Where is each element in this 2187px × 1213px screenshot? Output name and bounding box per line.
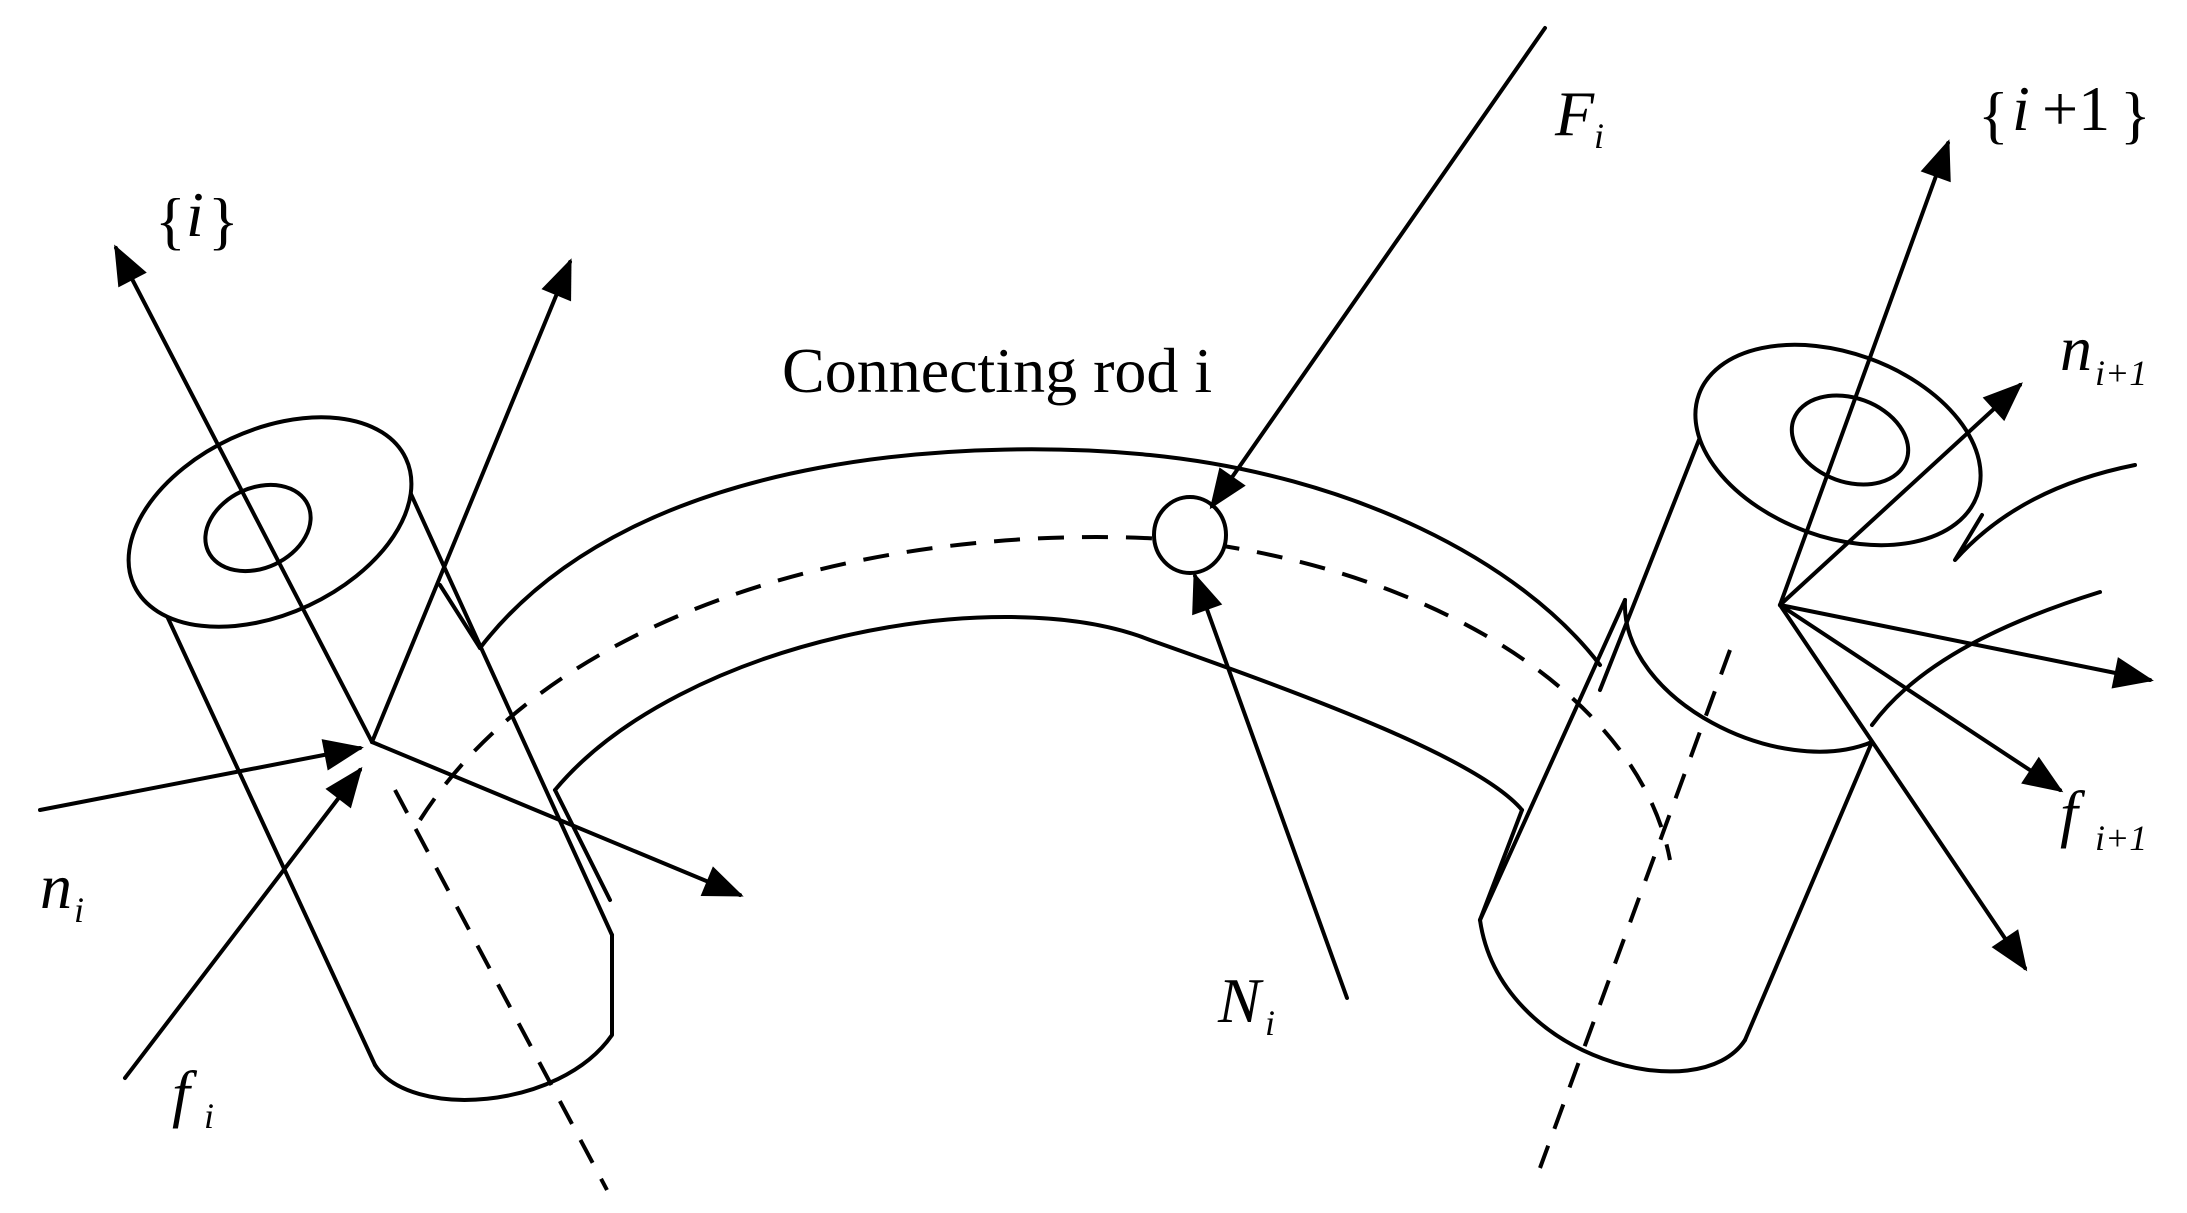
right-cylinder-mid-ellipse <box>1622 598 1874 754</box>
frame-i-axes <box>114 244 744 897</box>
next-link-upper-edge <box>1953 463 2137 562</box>
frame-i1-x-axis <box>1778 603 2154 689</box>
N-i-arrow <box>1192 572 1349 1000</box>
f-i-symbol: f <box>172 1058 198 1129</box>
left-cylinder-bottom <box>373 933 614 1102</box>
label-F-i: F i <box>1554 78 1604 156</box>
right-cylinder-side-right <box>1743 740 1874 1042</box>
label-n-i: n i <box>40 851 84 930</box>
n-i1-arrow <box>1778 382 2023 607</box>
left-cylinder-top <box>126 415 414 629</box>
connecting-rod-label: Connecting rod i <box>782 335 1212 406</box>
f-i1-arrow <box>1778 603 2064 793</box>
right-cylinder-bottom <box>1478 918 1747 1074</box>
frame-i-brace-close: } <box>208 185 239 256</box>
label-frame-i1: { i +1 } <box>1978 73 2151 150</box>
connecting-rod-body <box>418 447 1672 922</box>
rod-inner-edge <box>553 615 1524 812</box>
frame-i1-plus-one: +1 <box>2042 73 2110 144</box>
f-i1-symbol: f <box>2060 778 2086 849</box>
n-i1-subscript: i+1 <box>2095 353 2147 393</box>
right-cylinder-side-left <box>1478 598 1627 922</box>
frame-i-var: i <box>186 179 204 250</box>
right-cylinder-hole <box>1789 393 1911 487</box>
f-i-arrow <box>123 766 363 1080</box>
left-cylinder-side-left <box>146 573 377 1067</box>
label-f-i1: f i+1 <box>2060 778 2147 858</box>
F-i-subscript: i <box>1594 116 1604 156</box>
rod-outer-edge <box>478 447 1602 667</box>
center-of-mass-circle <box>1152 495 1228 575</box>
right-joint-cylinder <box>1478 342 2137 1074</box>
frame-i-z-axis <box>114 244 374 744</box>
frame-i1-y-axis <box>1778 603 2028 972</box>
f-i1-subscript: i+1 <box>2095 818 2147 858</box>
rod-left-joint-inner <box>553 788 612 902</box>
f-i-subscript: i <box>204 1096 214 1136</box>
frame-i1-brace-close: } <box>2120 79 2151 150</box>
n-i-symbol: n <box>40 851 72 922</box>
F-i-arrow <box>1209 26 1547 510</box>
frame-i-x-axis <box>370 740 744 897</box>
frame-i1-brace-open: { <box>1978 79 2009 150</box>
right-joint-axis-dashed <box>1538 649 1732 1169</box>
left-joint-cylinder <box>126 415 614 1102</box>
n-i-arrow <box>38 739 364 812</box>
left-joint-axis-dashed <box>393 789 609 1191</box>
frame-i-y-axis <box>370 258 572 744</box>
label-frame-i: { i } <box>155 179 239 256</box>
frame-i1-z-axis <box>1778 139 1951 607</box>
rod-right-joint-inner <box>1478 808 1524 922</box>
rod-centerline <box>418 535 1672 861</box>
rod-left-joint-outer <box>438 583 482 650</box>
frame-i1-var: i <box>2012 73 2030 144</box>
label-N-i: N i <box>1217 965 1275 1043</box>
label-n-i1: n i+1 <box>2060 313 2147 393</box>
n-i-subscript: i <box>74 890 84 930</box>
left-cylinder-side-right <box>398 468 614 937</box>
next-link-lower-edge <box>1870 590 2102 727</box>
N-i-subscript: i <box>1265 1003 1275 1043</box>
right-cylinder-back-edge <box>1598 410 1712 692</box>
frame-i1-axes <box>1778 139 2154 972</box>
F-i-symbol: F <box>1554 78 1595 149</box>
frame-i-brace-open: { <box>155 185 186 256</box>
n-i1-symbol: n <box>2060 313 2092 384</box>
label-f-i: f i <box>172 1058 214 1136</box>
N-i-symbol: N <box>1217 965 1264 1036</box>
